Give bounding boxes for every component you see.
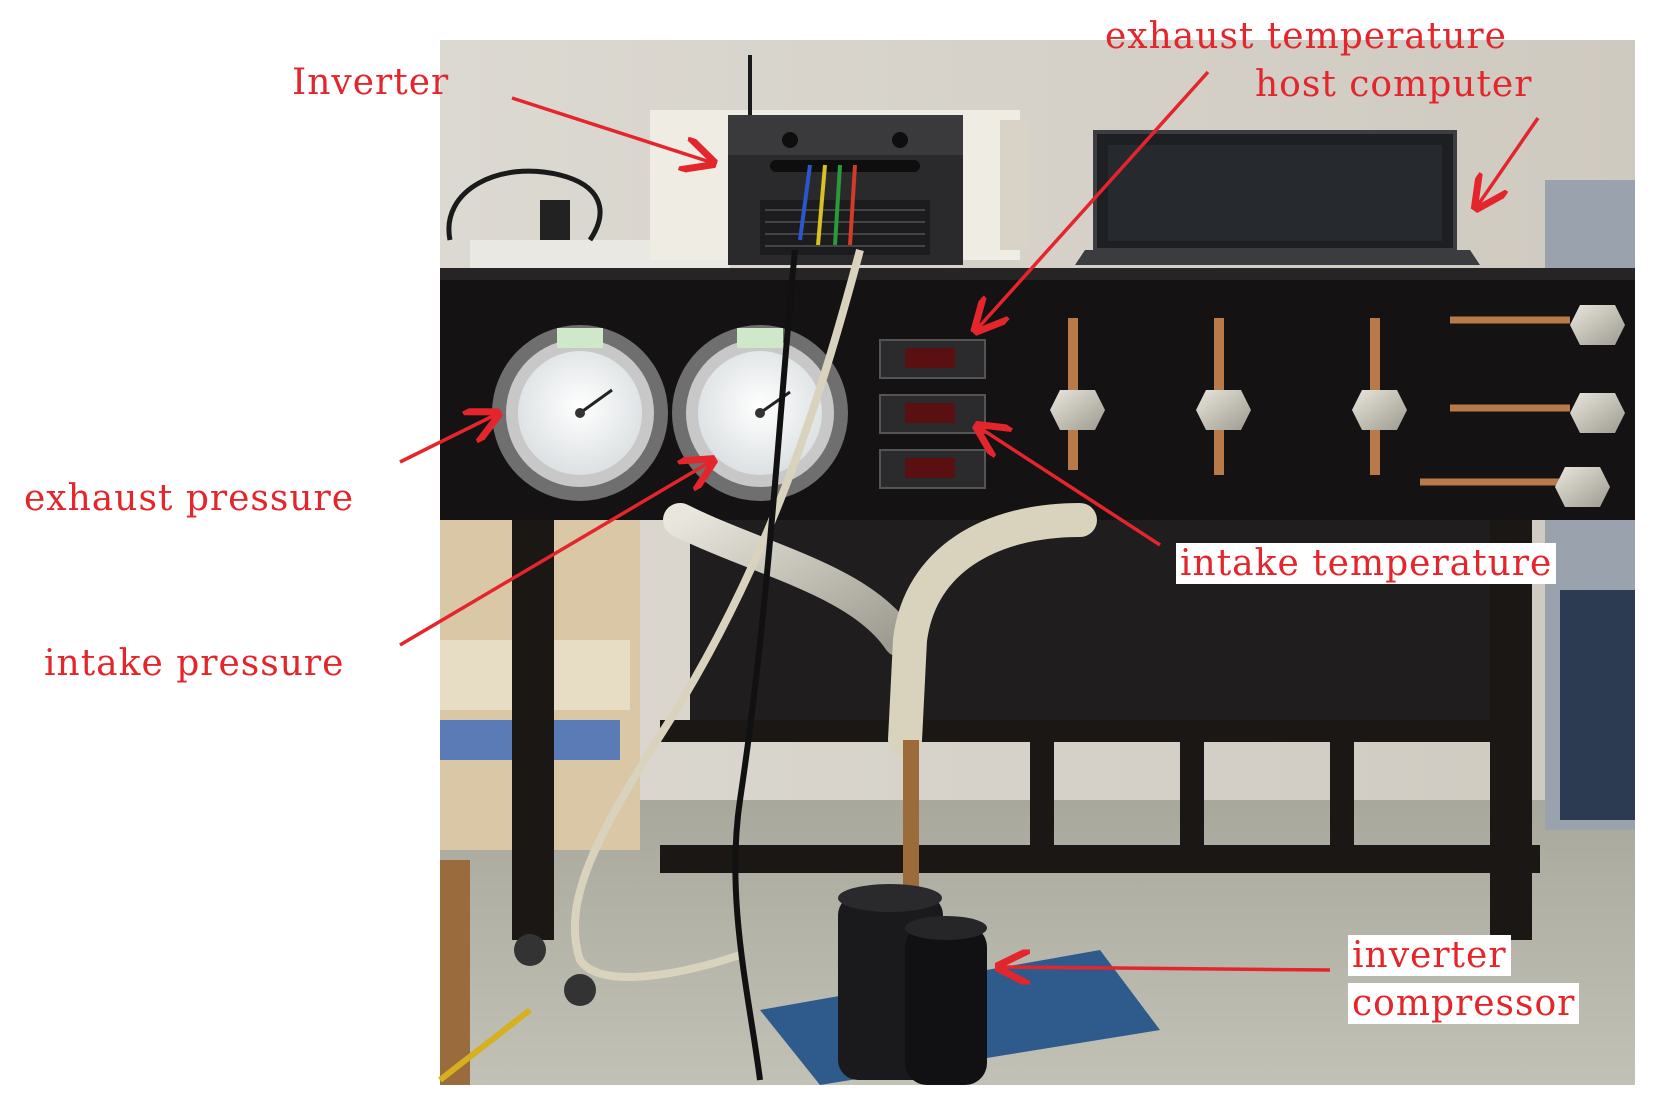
exhaust-temperature-label: exhaust temperature <box>1105 16 1507 57</box>
digital-display-icon <box>879 339 986 489</box>
inverter-box-icon <box>728 55 963 265</box>
laptop-icon <box>1075 130 1480 265</box>
compressor-icon <box>760 884 1160 1085</box>
bench-frame <box>512 520 1540 940</box>
valve-icon <box>1050 305 1625 507</box>
intake-temperature-label: intake temperature <box>1176 543 1557 585</box>
host-computer-label: host computer <box>1255 64 1533 105</box>
inverter-compressor-label-line1: inverter <box>1348 935 1511 977</box>
exhaust-pressure-gauge-icon <box>492 325 668 501</box>
intake-pressure-gauge-icon <box>672 325 848 501</box>
exhaust-pressure-label: exhaust pressure <box>24 478 355 519</box>
intake-pressure-label: intake pressure <box>44 643 345 684</box>
inverter-label: Inverter <box>292 62 450 103</box>
inverter-compressor-label-line2: compressor <box>1348 983 1580 1025</box>
